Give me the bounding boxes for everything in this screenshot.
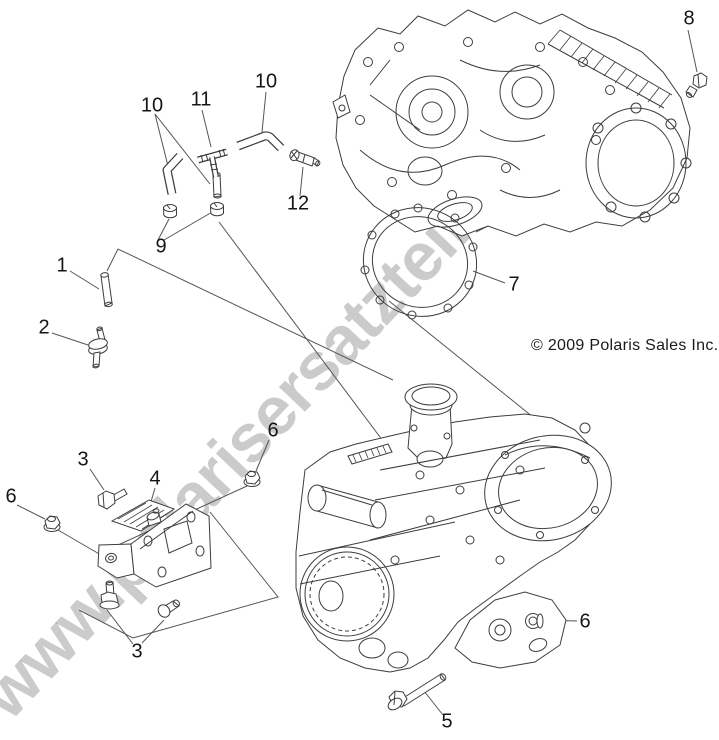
bolt-3c-drawing [156,599,181,620]
bolt-8-drawing [685,73,707,98]
hose-elbow-left-drawing [167,156,180,194]
bolt-3a-drawing [98,489,127,509]
nut-6a-drawing [244,471,260,487]
engine-drawing [296,384,623,672]
clamp-left-drawing [164,205,177,218]
clamp-right-drawing [211,203,224,216]
tube-1-drawing [100,272,112,307]
fitting-12-drawing [288,148,320,166]
leader-lines [17,30,697,715]
tee-fitting-drawing [198,149,227,177]
bolt-5-drawing [386,673,447,713]
transmission-gearcase-drawing [333,10,691,236]
hose-elbow-right-drawing [238,136,281,148]
copyright-text: © 2009 Polaris Sales Inc. [531,337,719,354]
mount-bracket-drawing [98,500,211,587]
gasket-drawing [347,191,493,334]
carburetor-drawing [405,384,457,467]
front-cover-drawing [300,547,394,641]
starter-drawing [308,485,386,528]
bolt-3b-drawing [100,581,119,609]
check-valve-2-drawing [88,326,109,368]
nut-6c-drawing [526,614,544,629]
nut-6b-drawing [44,516,60,532]
intake-hatch [348,444,392,464]
hatch-band [548,30,670,108]
